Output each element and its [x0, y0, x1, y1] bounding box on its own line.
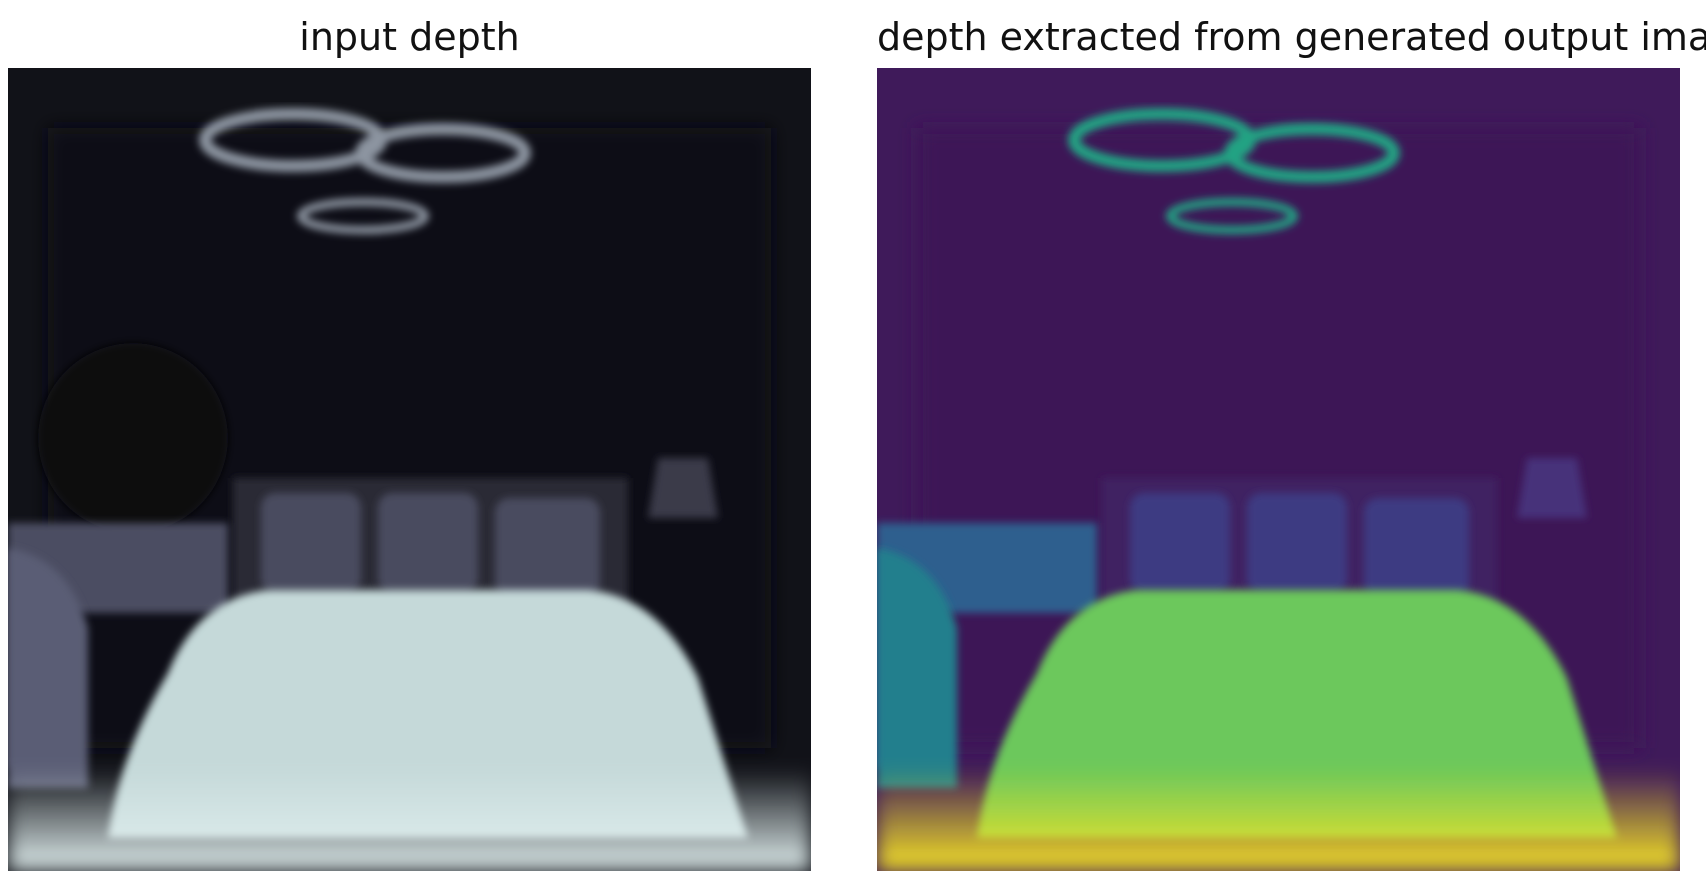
ceiling-ring	[297, 198, 429, 234]
table-lamp	[1517, 458, 1587, 518]
ceiling-ring	[1224, 123, 1400, 183]
input-depth-image	[8, 68, 811, 871]
pillow	[1364, 498, 1469, 598]
wall-mirror	[38, 343, 228, 533]
panel-title-extracted-depth: depth extracted from generated output im…	[877, 15, 1706, 59]
ceiling-light-rings	[199, 108, 531, 234]
panel-title-input-depth: input depth	[299, 15, 520, 59]
floor-foreground	[8, 768, 811, 871]
pillow	[261, 493, 361, 593]
chair	[877, 548, 957, 788]
pillow	[1130, 493, 1230, 593]
ceiling-light-rings	[1068, 108, 1400, 234]
chair	[8, 548, 88, 788]
ceiling-ring	[355, 123, 531, 183]
table-lamp	[648, 458, 718, 518]
ceiling-ring	[1166, 198, 1298, 234]
floor-foreground	[877, 768, 1680, 871]
pillow	[495, 498, 600, 598]
pillow	[378, 493, 478, 593]
extracted-depth-image	[877, 68, 1680, 871]
pillow	[1247, 493, 1347, 593]
